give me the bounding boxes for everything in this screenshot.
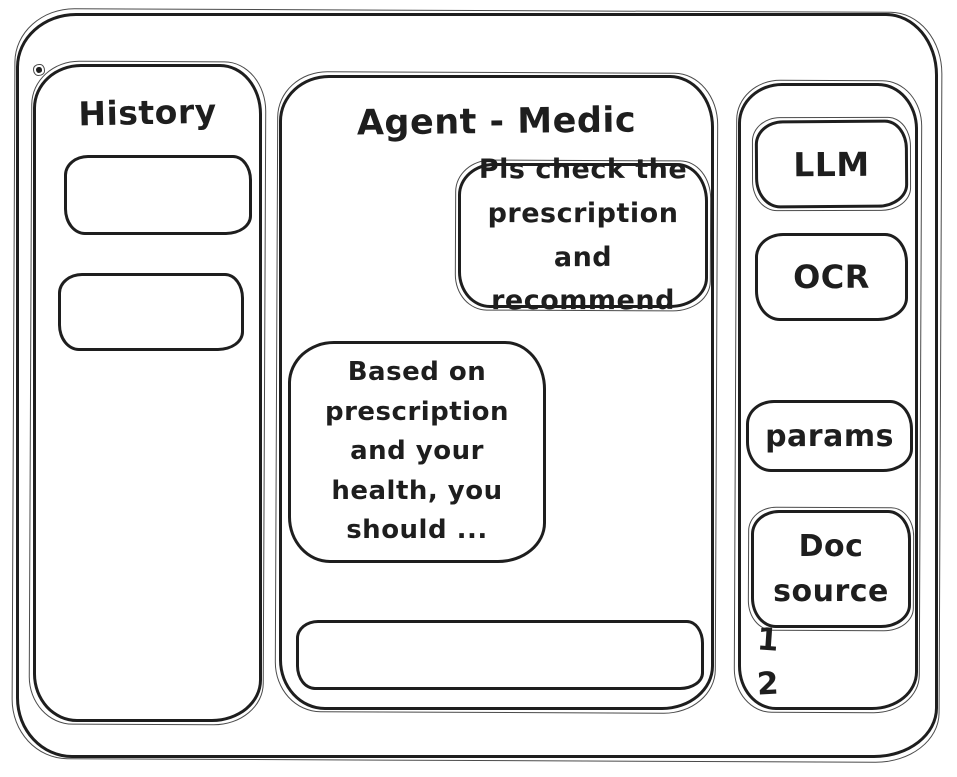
history-panel-title: History bbox=[77, 91, 218, 134]
history-panel: History bbox=[33, 64, 262, 722]
doc-source-button[interactable]: Doc source bbox=[751, 510, 911, 628]
user-message-text: Pls check the prescription and recommend bbox=[478, 154, 688, 317]
tools-panel: LLM OCR params Doc source 1 2 bbox=[738, 83, 918, 710]
doc-source-marker-2: 2 bbox=[756, 665, 781, 703]
user-message-bubble: Pls check the prescription and recommend bbox=[458, 154, 708, 316]
history-item[interactable] bbox=[36, 67, 42, 73]
params-button[interactable]: params bbox=[746, 400, 913, 472]
history-item-2[interactable] bbox=[58, 273, 244, 351]
history-item-1[interactable] bbox=[64, 155, 252, 235]
chat-panel-title: Agent - Medic bbox=[356, 100, 637, 144]
assistant-message-bubble: Based on prescription and your health, y… bbox=[288, 341, 546, 563]
ocr-button[interactable]: OCR bbox=[755, 233, 908, 321]
assistant-message-text: Based on prescription and your health, y… bbox=[324, 357, 509, 546]
doc-source-marker-1: 1 bbox=[755, 621, 781, 659]
llm-button[interactable]: LLM bbox=[754, 119, 909, 209]
chat-panel: Agent - Medic Pls check the prescription… bbox=[279, 75, 714, 710]
chat-message-input[interactable] bbox=[296, 620, 704, 690]
